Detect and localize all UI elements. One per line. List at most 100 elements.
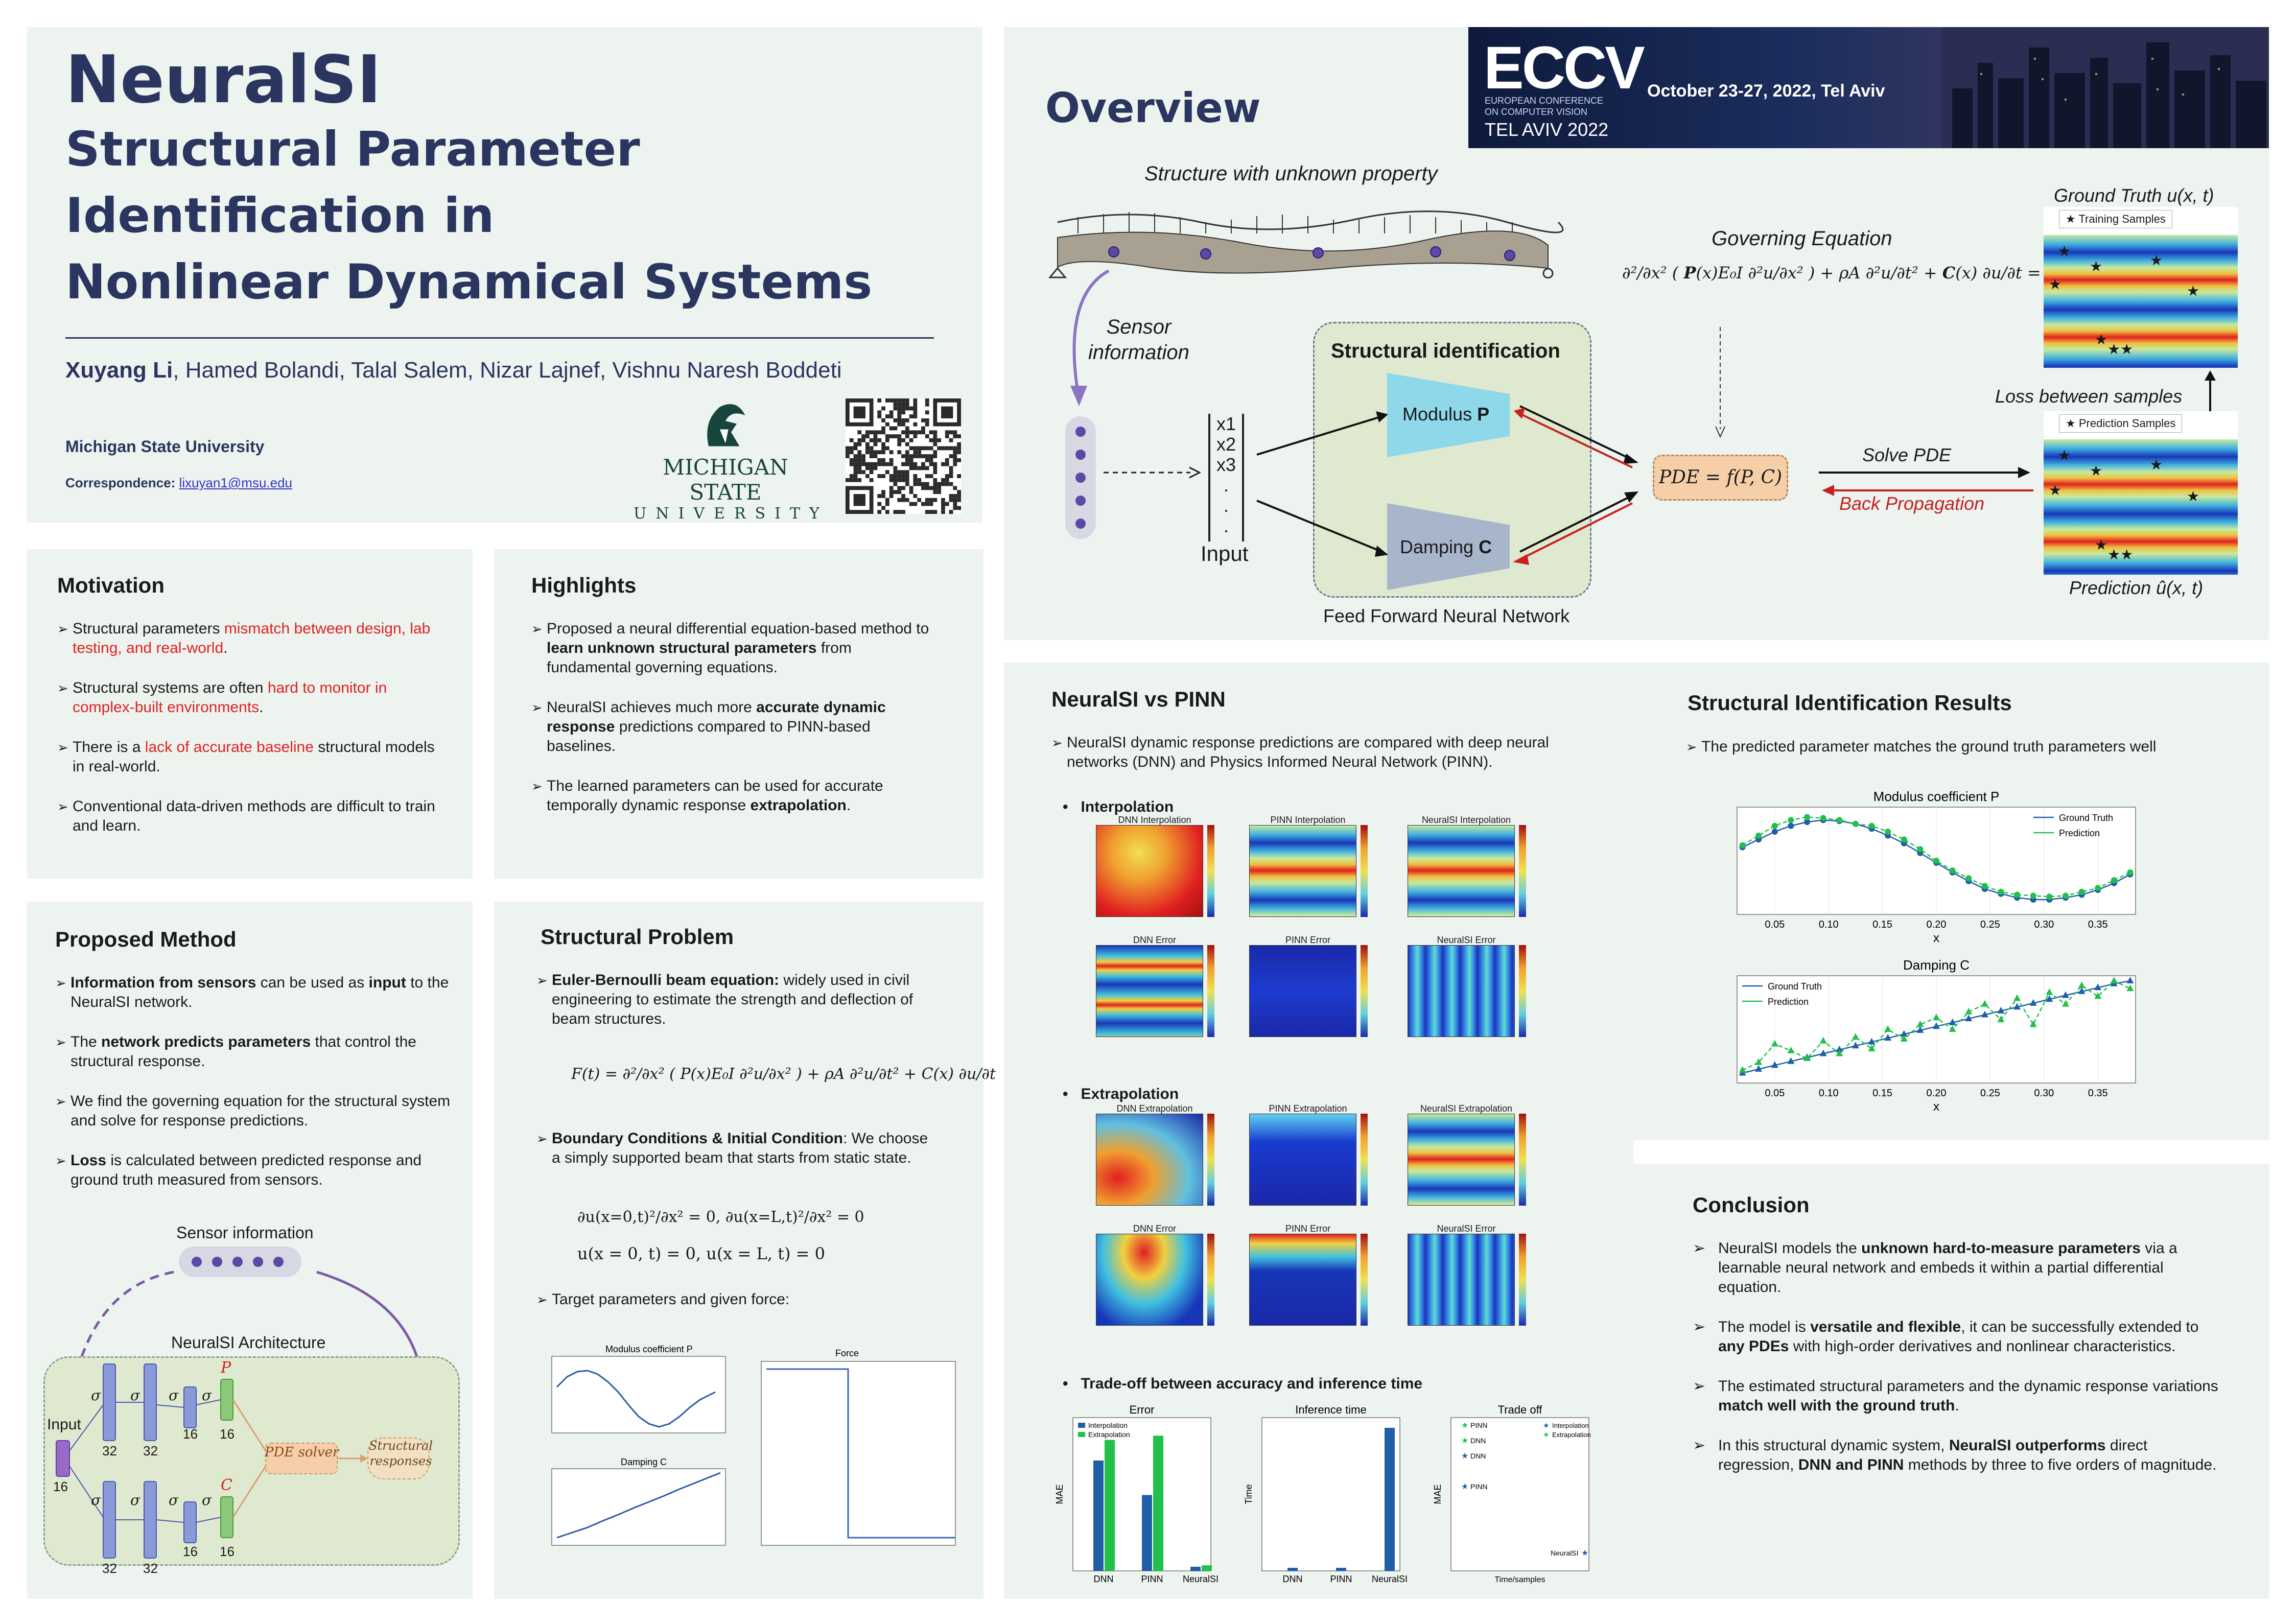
size-label: 16 <box>53 1479 68 1494</box>
heatmap-title: DNN Interpolation <box>1118 815 1191 825</box>
size-label: 16 <box>220 1426 235 1442</box>
data-point <box>1739 842 1746 849</box>
heatmap-title: DNN Extrapolation <box>1116 1103 1193 1114</box>
legend-label: Ground Truth <box>2059 813 2113 823</box>
dashed-down-arrow-icon <box>1715 327 1725 438</box>
data-point <box>1852 1042 1859 1049</box>
sample-star: ★ <box>2187 283 2200 299</box>
data-point <box>1819 1037 1827 1044</box>
msu-logo-line2: UNIVERSITY <box>634 505 829 523</box>
chart-title: Error <box>1130 1403 1155 1416</box>
conclusion-item: ➢In this structural dynamic system, Neur… <box>1693 1437 2217 1473</box>
data-point <box>1998 888 2004 895</box>
data-point <box>1804 814 1811 820</box>
heatmap-panel <box>1249 1114 1356 1206</box>
data-point <box>1788 817 1794 823</box>
size-label: 16 <box>183 1426 198 1442</box>
qr-code[interactable] <box>846 398 961 514</box>
sensor-label: Sensor information <box>1088 314 1189 365</box>
data-point <box>1949 1025 1956 1032</box>
sample-star: ★ <box>2058 243 2071 259</box>
tick-label: 0.15 <box>1872 919 1892 930</box>
tick-label: NeuralSI <box>1372 1574 1408 1584</box>
sensor-label-2: information <box>1088 341 1189 364</box>
legend-swatch <box>1078 1423 1085 1428</box>
data-point <box>2029 1020 2037 1027</box>
svg-text:Force: Force <box>835 1348 859 1358</box>
data-point <box>1885 829 1891 835</box>
subtitle-line-1: Structural Parameter <box>65 122 640 177</box>
highlights-list: Proposed a neural differential equation-… <box>531 619 940 836</box>
heatmap-title: DNN Error <box>1133 935 1176 945</box>
back-prop-label: Back Propagation <box>1839 493 1985 514</box>
chart-title: Damping C <box>1903 957 1970 973</box>
data-point <box>1933 858 1939 864</box>
colorbar <box>1361 1114 1368 1206</box>
svg-text:Modulus coefficient P: Modulus coefficient P <box>605 1344 693 1354</box>
legend-label: Prediction <box>2059 828 2100 838</box>
affiliation: Michigan State University <box>65 437 265 456</box>
axis-label: x <box>1933 931 1939 945</box>
arch-sigma: σ <box>169 1492 179 1509</box>
chart-title: Inference time <box>1295 1403 1366 1416</box>
data-point <box>1933 1014 1940 1021</box>
prediction-legend: ★ Prediction Samples <box>2059 414 2183 433</box>
data-point <box>1852 820 1859 827</box>
other-authors: , Hamed Bolandi, Talal Salem, Nizar Lajn… <box>173 358 842 383</box>
eccv-dates: October 23-27, 2022, Tel Aviv <box>1647 81 1885 101</box>
marker: ★ <box>1543 1430 1550 1439</box>
heatmap-title: NeuralSI Error <box>1437 935 1496 945</box>
eccv-sub1: EUROPEAN CONFERENCE <box>1485 96 1604 106</box>
msu-logo-line1: MICHIGAN STATE <box>663 455 788 505</box>
sample-star: ★ <box>2095 537 2108 553</box>
bar <box>1202 1565 1212 1571</box>
arch-sigma: σ <box>202 1492 212 1509</box>
legend-label: Extrapolation <box>1088 1430 1130 1439</box>
conclusion-item: ➢The estimated structural parameters and… <box>1693 1378 2218 1414</box>
svg-text:Damping C: Damping C <box>621 1457 667 1467</box>
data-point <box>1965 1007 1973 1015</box>
bc-equation-1: ∂u(x=0,t)²/∂x² = 0, ∂u(x=L,t)²/∂x² = 0 <box>577 1208 864 1226</box>
ffnn-label: Feed Forward Neural Network <box>1323 605 1570 626</box>
sample-star: ★★ <box>2107 547 2134 562</box>
data-point <box>2110 977 2118 983</box>
legend-label: Extrapolation <box>1552 1431 1591 1439</box>
bar <box>1105 1440 1115 1571</box>
arch-sigma: σ <box>130 1492 140 1509</box>
target-item: Target parameters and given force: <box>536 1290 935 1330</box>
subtitle-line-2: Identification in <box>65 188 495 244</box>
data-point <box>2078 981 2086 988</box>
results-text: The predicted parameter matches the grou… <box>1686 737 2248 777</box>
sample-star: ★ <box>2049 482 2062 498</box>
data-point <box>1884 1025 1892 1032</box>
conclusion-item: ➢The model is versatile and flexible, it… <box>1693 1319 2199 1355</box>
axis-label: x <box>1933 1100 1939 1114</box>
prediction-label: Prediction û(x, t) <box>2069 577 2204 598</box>
data-point <box>1868 822 1875 829</box>
heatmap <box>2044 235 2238 368</box>
conclusion-item: ➢NeuralSI models the unknown hard-to-mea… <box>1693 1240 2177 1296</box>
highlights-title: Highlights <box>531 573 637 597</box>
solve-pde-label: Solve PDE <box>1862 444 1952 465</box>
proposed-item: The network predicts parameters that con… <box>55 1032 454 1071</box>
data-point <box>2127 869 2134 876</box>
arch-sigma: σ <box>91 1387 101 1404</box>
tick-label: 0.35 <box>2088 1088 2108 1099</box>
data-point <box>2013 1003 2021 1010</box>
data-point <box>2126 977 2134 983</box>
data-point <box>1836 817 1843 823</box>
structural-problem-title: Structural Problem <box>541 925 734 949</box>
correspondence: Correspondence: lixuyan1@msu.edu <box>65 475 292 491</box>
overview-title: Overview <box>1045 84 1261 132</box>
governing-label: Governing Equation <box>1712 227 1892 250</box>
tick-label: 0.05 <box>1765 1088 1785 1099</box>
marker: ★ <box>1543 1421 1550 1429</box>
data-point <box>2062 892 2069 899</box>
email-link[interactable]: lixuyan1@msu.edu <box>179 475 293 490</box>
heatmap-title: NeuralSI Interpolation <box>1421 815 1511 825</box>
heatmap-panel <box>1096 1114 1203 1206</box>
sensor-label-1: Sensor <box>1106 316 1172 338</box>
bar <box>1287 1568 1298 1571</box>
results-title: Structural Identification Results <box>1688 691 2012 715</box>
